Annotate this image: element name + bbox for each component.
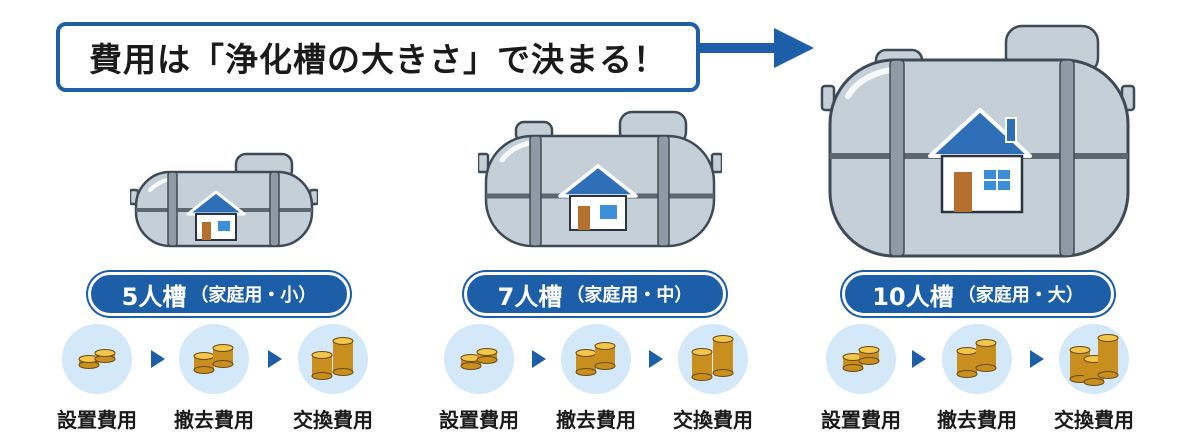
chevron-right-icon <box>532 350 546 368</box>
house-icon <box>558 164 638 231</box>
title-banner: 費用は「浄化槽の大きさ」で決まる！ <box>56 22 700 92</box>
house-icon <box>186 190 246 241</box>
coins-icon <box>678 324 748 394</box>
coins-icon <box>561 324 631 394</box>
tank-size-main: 10人槽 <box>872 282 954 311</box>
step-label-install: 設置費用 <box>821 408 901 432</box>
step-label-removal: 撤去費用 <box>174 408 254 432</box>
chevron-right-icon <box>912 350 926 368</box>
chevron-right-icon <box>1030 350 1044 368</box>
tank-size-label-7: 7人槽 （家庭用・中） <box>464 272 726 316</box>
tank-size-main: 5人槽 <box>121 282 187 311</box>
tank-size-main: 7人槽 <box>497 282 563 311</box>
coins-icon <box>444 324 514 394</box>
tank-small-icon <box>130 152 318 248</box>
step-label-replace: 交換費用 <box>293 408 373 432</box>
coins-icon <box>62 324 132 394</box>
chevron-right-icon <box>649 350 663 368</box>
tank-size-sub: （家庭用・大） <box>957 285 1084 306</box>
coins-icon <box>1059 324 1129 394</box>
chevron-right-icon <box>151 350 165 368</box>
step-label-removal: 撤去費用 <box>556 408 636 432</box>
tank-size-label-10: 10人槽 （家庭用・大） <box>842 272 1114 316</box>
chevron-right-icon <box>268 350 282 368</box>
step-label-install: 設置費用 <box>57 408 137 432</box>
tank-size-sub: （家庭用・小） <box>190 285 317 306</box>
tank-size-sub: （家庭用・中） <box>566 285 693 306</box>
right-arrow-icon <box>700 28 814 68</box>
step-label-install: 設置費用 <box>439 408 519 432</box>
tank-large-icon <box>820 24 1136 258</box>
step-label-removal: 撤去費用 <box>937 408 1017 432</box>
tank-medium-icon <box>478 110 722 248</box>
house-icon <box>928 108 1032 214</box>
tank-size-label-5: 5人槽 （家庭用・小） <box>88 272 350 316</box>
coins-icon <box>942 324 1012 394</box>
coins-icon <box>826 324 896 394</box>
coins-icon <box>298 324 368 394</box>
title-text: 費用は「浄化槽の大きさ」で決まる！ <box>89 40 667 79</box>
coins-icon <box>179 324 249 394</box>
step-label-replace: 交換費用 <box>673 408 753 432</box>
step-label-replace: 交換費用 <box>1054 408 1134 432</box>
